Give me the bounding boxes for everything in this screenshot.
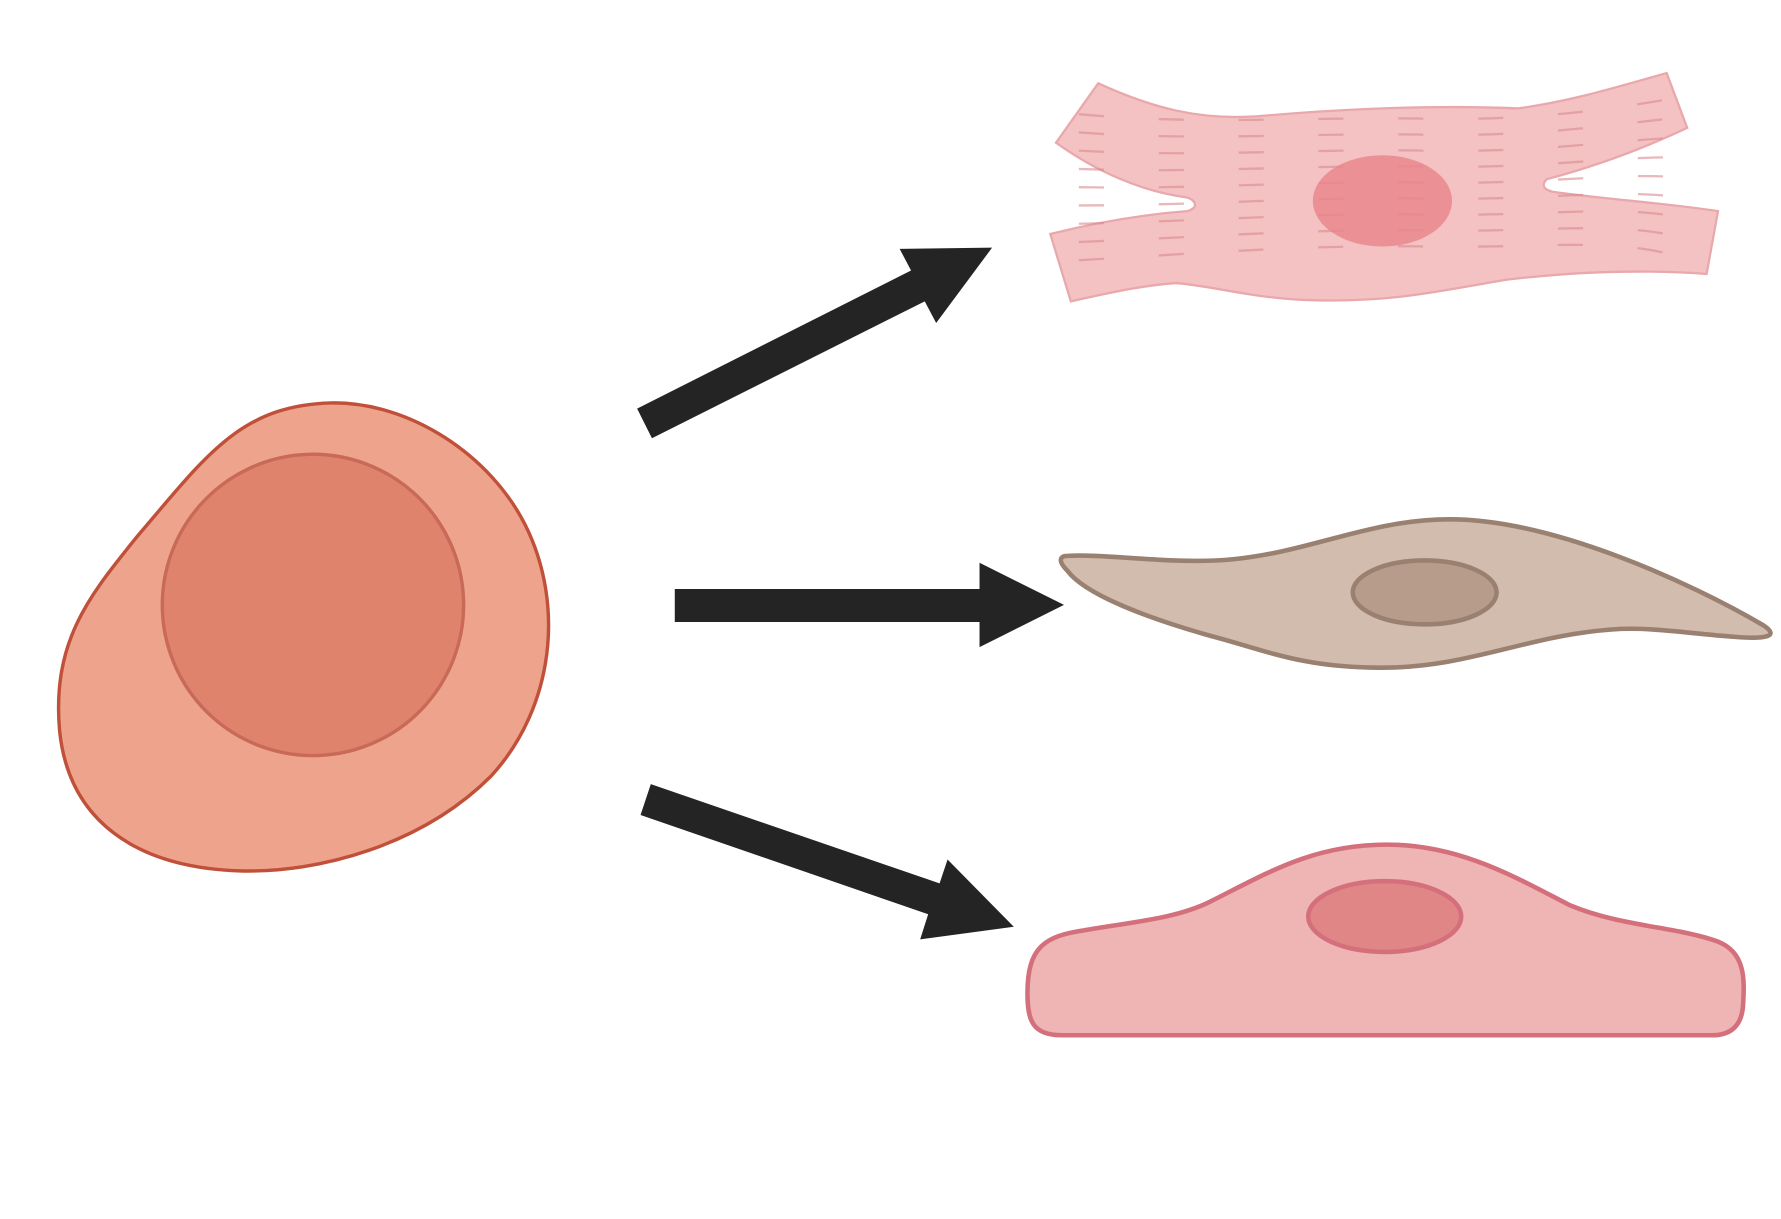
fibroblast-nucleus <box>1350 558 1499 627</box>
cardiomyocyte-nucleus <box>1312 155 1453 247</box>
fibroblast <box>1058 517 1773 670</box>
stem-cell <box>56 401 551 873</box>
endothelial-cell-nucleus <box>1305 878 1464 955</box>
arrow-to-fibroblast <box>674 562 1064 648</box>
arrow-to-cardiomyocyte <box>637 247 993 439</box>
endothelial-cell <box>1025 842 1746 1038</box>
cardiomyocyte <box>1048 71 1720 303</box>
arrow-to-endothelial-cell <box>640 784 1014 940</box>
stem-cell-nucleus <box>160 452 466 758</box>
